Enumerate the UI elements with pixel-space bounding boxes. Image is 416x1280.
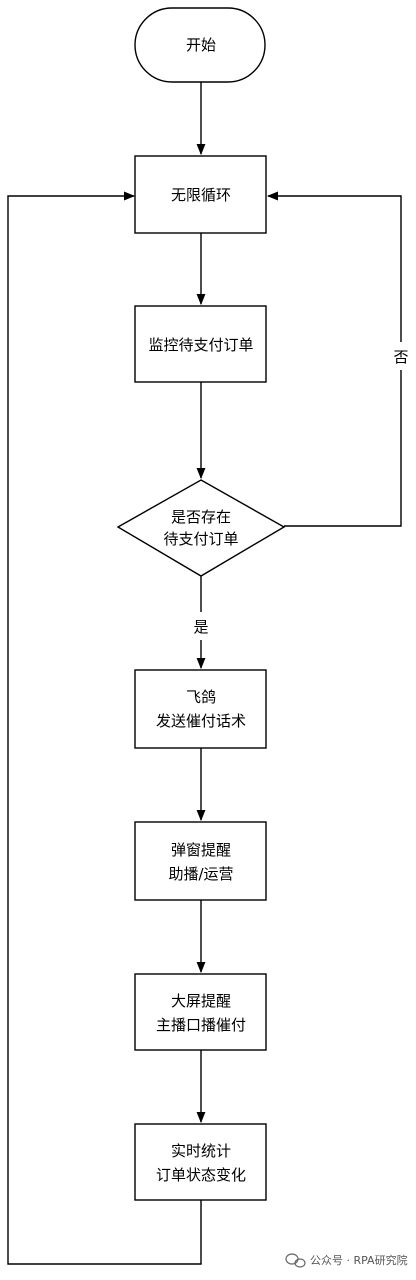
screen-node bbox=[134, 973, 267, 1051]
feige-label-line1: 飞鸽 bbox=[186, 688, 216, 706]
screen-label-line1: 大屏提醒 bbox=[171, 992, 231, 1010]
feige-label-line2: 发送催付话术 bbox=[156, 712, 246, 730]
yes-label: 是 bbox=[193, 618, 208, 636]
feige-node bbox=[134, 669, 267, 749]
watermark: 公众号 · RPA研究院 bbox=[285, 1253, 408, 1268]
wechat-icon bbox=[285, 1253, 306, 1268]
edge-decision-no-to-loop bbox=[266, 191, 402, 527]
monitor-label: 监控待支付订单 bbox=[148, 336, 253, 354]
watermark-text: 公众号 · RPA研究院 bbox=[310, 1253, 408, 1267]
stats-label-line2: 订单状态变化 bbox=[156, 1166, 246, 1184]
start-label: 开始 bbox=[186, 36, 216, 54]
screen-label-line2: 主播口播催付 bbox=[156, 1016, 246, 1034]
decision-label-line1: 是否存在 bbox=[171, 508, 231, 526]
decision-node bbox=[116, 479, 286, 577]
yes-label-bg bbox=[188, 612, 214, 640]
edge-stats-back-to-loop bbox=[7, 191, 202, 1265]
loop-label: 无限循环 bbox=[171, 186, 231, 204]
monitor-node bbox=[134, 305, 267, 383]
decision-label-line2: 待支付订单 bbox=[163, 530, 238, 548]
stats-node bbox=[134, 1123, 267, 1201]
popup-node bbox=[134, 821, 267, 901]
no-label: 否 bbox=[393, 348, 408, 366]
popup-label-line2: 助播/运营 bbox=[168, 865, 233, 883]
no-label-bg bbox=[388, 342, 414, 370]
stats-label-line1: 实时统计 bbox=[171, 1142, 231, 1160]
start-node bbox=[134, 7, 266, 83]
loop-node bbox=[134, 155, 267, 234]
popup-label-line1: 弹窗提醒 bbox=[171, 841, 231, 859]
